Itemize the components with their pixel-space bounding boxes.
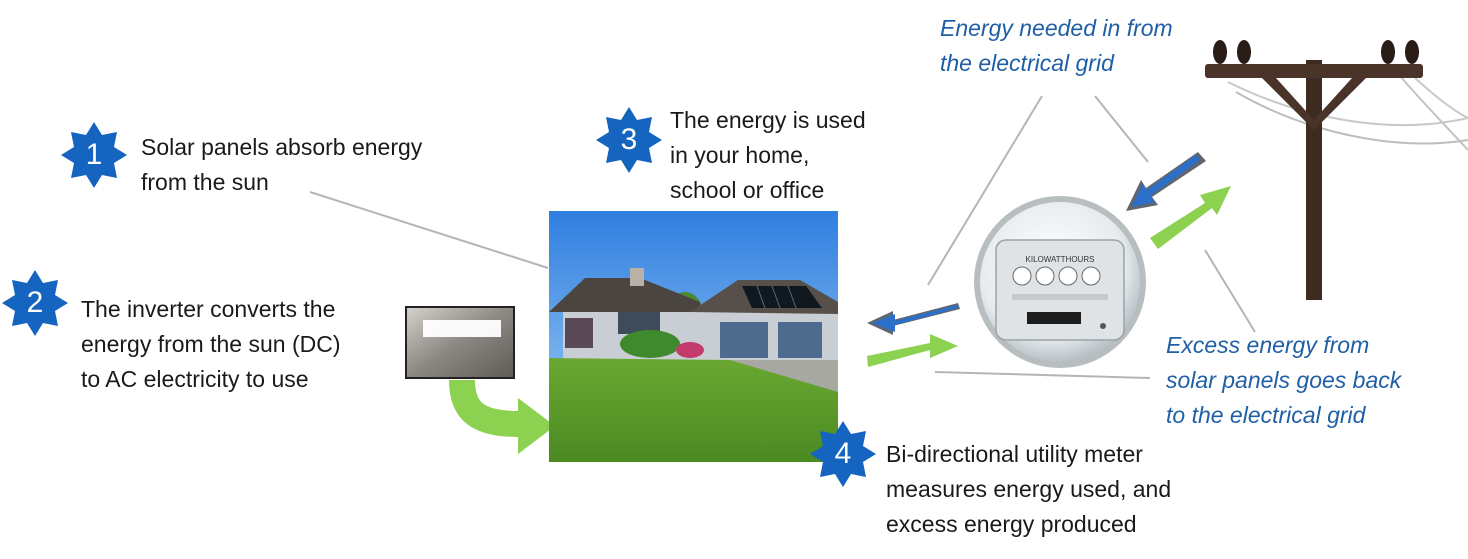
grid-to-meter-arrow (1126, 152, 1206, 211)
utility-pole (1205, 40, 1468, 300)
house-to-meter-arrow (867, 334, 958, 367)
step-4-text: Bi-directional utility meter measures en… (886, 441, 1172, 537)
house-meter-arrows (867, 303, 960, 367)
step-1-text: Solar panels absorb energy from the sun (141, 134, 423, 195)
connector-lines (309, 95, 1256, 379)
meter-to-house-arrow (867, 303, 960, 335)
connector-incoming-right (1094, 95, 1149, 163)
grid-incoming-label: Energy needed in from the electrical gri… (940, 15, 1173, 76)
step-1-badge: 1 (59, 120, 129, 190)
meter-to-grid-arrow (1150, 186, 1231, 249)
inverter-illustration (405, 306, 515, 379)
house-photo (549, 211, 838, 462)
connector-step1-house (309, 191, 549, 269)
step-3-text: The energy is used in your home, school … (670, 107, 866, 203)
starburst-icon (61, 122, 127, 188)
connector-outgoing-right (1204, 249, 1256, 333)
meter-label: KILOWATTHOURS (1026, 255, 1095, 264)
step-4-number: 4 (834, 437, 852, 470)
step-2-badge: 2 (0, 268, 70, 338)
utility-meter: KILOWATTHOURS (974, 196, 1146, 368)
grid-outgoing-label: Excess energy from solar panels goes bac… (1166, 332, 1402, 428)
step-1-number: 1 (85, 138, 103, 171)
step-3-number: 3 (620, 123, 638, 156)
step-4-badge: 4 (808, 419, 878, 489)
starburst-icon (2, 270, 68, 336)
starburst-icon (596, 107, 662, 173)
starburst-icon (810, 421, 876, 487)
connector-outgoing-bottom (934, 371, 1151, 379)
step-2-text: The inverter converts the energy from th… (81, 296, 341, 392)
step-3-badge: 3 (594, 105, 664, 175)
meter-pole-arrows (1126, 152, 1231, 249)
inverter-to-house-arrow (449, 379, 555, 454)
connector-incoming-left (927, 95, 1043, 286)
step-2-number: 2 (26, 286, 44, 319)
